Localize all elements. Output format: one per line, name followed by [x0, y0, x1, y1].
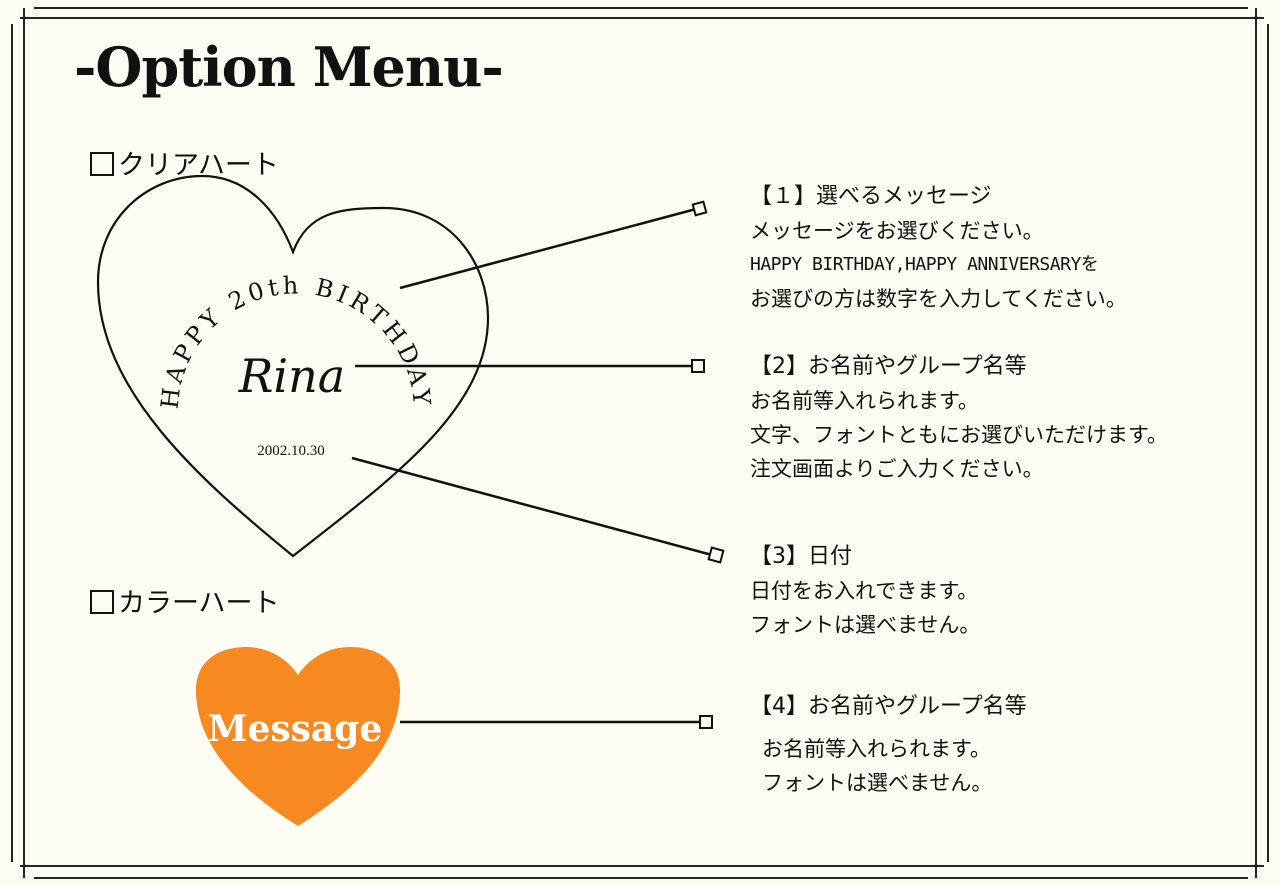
page-frame: [11, 7, 1269, 879]
checkbox-icon: [90, 152, 114, 176]
checkbox-icon: [90, 590, 114, 614]
color-heart-message-text: Message: [208, 708, 383, 750]
leader-line-3: [351, 456, 713, 557]
section-clear-heart-label: クリアハート: [118, 150, 279, 181]
option-3-line-2: フォントは選べません。: [750, 613, 981, 637]
leader-end-markers: [691, 200, 725, 729]
clear-heart-shape: [96, 174, 490, 558]
option-2-heading: 【2】お名前やグループ名等: [750, 354, 1027, 379]
option-1-heading: 【１】選べるメッセージ: [750, 184, 992, 209]
section-color-heart-label: カラーハート: [118, 588, 280, 619]
option-2-line-1: お名前等入れられます。: [750, 389, 979, 413]
option-3-line-1: 日付をお入れできます。: [750, 579, 979, 603]
section-color-heart: カラーハート: [90, 590, 279, 617]
option-3-description: 【3】日付 日付をお入れできます。 フォントは選べません。: [750, 540, 980, 642]
marker-3: [707, 546, 725, 564]
marker-4: [699, 715, 713, 729]
section-clear-heart: クリアハート: [90, 152, 279, 179]
marker-1: [691, 200, 708, 217]
option-1-line-1: メッセージをお選びください。: [750, 219, 1044, 243]
heart-name-text: Rina: [238, 349, 345, 403]
leader-line-1: [399, 207, 697, 290]
option-4-line-1: お名前等入れられます。: [762, 737, 991, 761]
page-title: -Option Menu-: [74, 35, 504, 99]
option-4-description: 【4】お名前やグループ名等 お名前等入れられます。 フォントは選べません。: [750, 690, 1027, 800]
option-2-line-2: 文字、フォントともにお選びいただけます。: [750, 423, 1168, 447]
option-2-description: 【2】お名前やグループ名等 お名前等入れられます。 文字、フォントともにお選びい…: [750, 350, 1168, 486]
option-2-line-3: 注文画面よりご入力ください。: [750, 457, 1044, 481]
option-4-heading: 【4】お名前やグループ名等: [750, 694, 1027, 719]
option-4-line-2: フォントは選べません。: [762, 771, 993, 795]
heart-date-text: 2002.10.30: [257, 443, 325, 459]
option-1-description: 【１】選べるメッセージ メッセージをお選びください。 HAPPY BIRTHDA…: [750, 180, 1127, 316]
option-1-line-3: お選びの方は数字を入力してください。: [750, 287, 1127, 311]
color-heart-shape: [196, 647, 400, 826]
option-3-heading: 【3】日付: [750, 544, 852, 569]
marker-2: [691, 359, 705, 373]
option-1-line-2: HAPPY BIRTHDAY,HAPPY ANNIVERSARYを: [750, 254, 1099, 275]
leader-lines: [351, 207, 713, 724]
